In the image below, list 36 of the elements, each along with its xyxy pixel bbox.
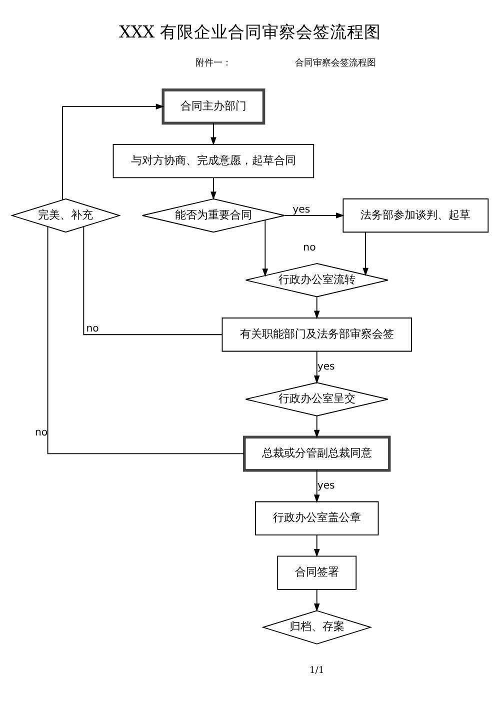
arrow — [62, 104, 164, 200]
arrow — [362, 232, 368, 276]
edge-label: no — [86, 324, 99, 335]
edge-label: yes — [317, 362, 335, 373]
edge-label: no — [34, 427, 48, 438]
node-box: 法务部参加谈判、起草 — [342, 198, 489, 233]
node-diamond: 行政办公室呈交 — [245, 382, 388, 416]
arrow — [262, 220, 268, 277]
node-box: 总裁或分管副总裁同意 — [243, 436, 391, 472]
connector — [47, 226, 244, 454]
node-diamond: 完美、补充 — [10, 198, 121, 233]
edge-label: no — [303, 242, 316, 254]
node-diamond: 归档、存案 — [262, 610, 372, 644]
arrow — [210, 122, 216, 146]
arrow — [314, 296, 320, 320]
arrow — [314, 589, 320, 612]
arrow — [314, 534, 320, 558]
node-box: 与对方协商、完成意愿，起草合同 — [112, 144, 314, 178]
arrow — [314, 415, 320, 438]
label: 附件一： — [195, 57, 232, 68]
arrow — [314, 470, 320, 503]
node-box: 合同主办部门 — [162, 88, 266, 125]
arrow — [210, 177, 216, 200]
node-diamond: 能否为重要合同 — [142, 198, 286, 233]
node-box: 合同签署 — [277, 556, 357, 590]
label: 合同审察会签流程图 — [294, 57, 376, 68]
node-box: 有关职能部门及法务部审察会签 — [222, 318, 412, 352]
node-diamond: 行政办公室流转 — [245, 263, 388, 298]
connector — [83, 226, 222, 336]
diagram-title: XXX 有限企业合同审察会签流程图 — [119, 22, 381, 42]
node-box: 行政办公室盖公章 — [255, 501, 379, 536]
arrow — [284, 212, 344, 218]
edge-label: yes — [292, 204, 310, 216]
edge-label: yes — [317, 480, 335, 492]
label: 1/1 — [309, 664, 324, 676]
arrow — [314, 350, 320, 384]
